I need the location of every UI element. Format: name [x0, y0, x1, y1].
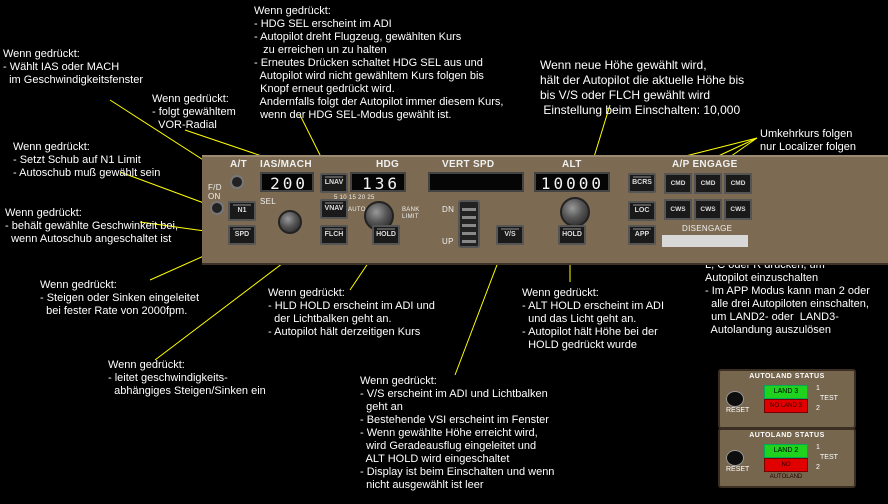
no-autoland-annunciator: NO AUTOLAND — [764, 458, 808, 480]
no-land3-annunciator: NO LAND 3 — [764, 399, 808, 413]
land3-annunciator: LAND 3 — [764, 385, 808, 399]
vs-button[interactable]: V/S — [496, 225, 524, 245]
hdg-label: HDG — [376, 159, 400, 170]
lnav-button[interactable]: LNAV — [320, 173, 348, 193]
up-label: UP — [442, 237, 454, 246]
vert-spd-label: VERT SPD — [442, 159, 495, 170]
note-alt: Wenn neue Höhe gewählt wird, hält der Au… — [540, 58, 745, 117]
fd-label: F/D — [208, 183, 222, 192]
note-n1: Wenn gedrückt: - Setzt Schub auf N1 Limi… — [13, 141, 161, 179]
vs-thumbwheel[interactable] — [458, 200, 480, 248]
note-spd: Wenn gedrückt: - behält gewählte Geschwi… — [5, 207, 179, 245]
note-hdg-sel: Wenn gedrückt: - HDG SEL erscheint im AD… — [254, 5, 504, 121]
note-vs: Wenn gedrückt: - V/S erscheint im ADI un… — [360, 375, 555, 491]
note-flch: Wenn gedrückt: - leitet geschwindigkeits… — [108, 359, 266, 397]
cws-r-button[interactable]: CWS — [724, 199, 752, 220]
fd-switch[interactable] — [210, 201, 224, 215]
reset-button-1[interactable] — [726, 391, 744, 407]
hdg-hold-button[interactable]: HOLD — [372, 225, 400, 245]
cws-c-button[interactable]: CWS — [694, 199, 722, 220]
reset-label-2: RESET — [726, 466, 750, 473]
cws-l-button[interactable]: CWS — [664, 199, 692, 220]
note-lnav: Wenn gedrückt: - folgt gewähltem VOR-Rad… — [152, 93, 236, 131]
note-ias-mach: Wenn gedrückt: - Wählt IAS oder MACH im … — [3, 48, 143, 86]
flch-button[interactable]: FLCH — [320, 225, 348, 245]
app-button[interactable]: APP — [628, 225, 656, 245]
alt-display: 10000 — [534, 172, 610, 193]
land2-annunciator: LAND 2 — [764, 444, 808, 458]
sel-label: SEL — [260, 197, 277, 206]
autoland-title-1: AUTOLAND STATUS — [749, 373, 825, 380]
note-vnav: Wenn gedrückt: - Steigen oder Sinken ein… — [40, 279, 199, 317]
spd-button[interactable]: SPD — [228, 225, 256, 245]
alt-hold-button[interactable]: HOLD — [558, 225, 586, 245]
at-label: A/T — [230, 159, 248, 170]
at-arm-switch[interactable] — [230, 175, 244, 189]
vs-display — [428, 172, 524, 192]
test-label-1: TEST — [820, 395, 838, 402]
ap-engage-label: A/P ENGAGE — [672, 159, 738, 170]
vnav-button[interactable]: VNAV — [320, 199, 348, 219]
dn-label: DN — [442, 205, 455, 214]
cmd-c-button[interactable]: CMD — [694, 173, 722, 194]
ias-display: 200 — [260, 172, 314, 193]
autoland-status-panel-1: AUTOLAND STATUS RESET LAND 3 NO LAND 3 1… — [718, 369, 856, 429]
ias-mach-label: IAS/MACH — [260, 159, 312, 170]
cmd-l-button[interactable]: CMD — [664, 173, 692, 194]
note-hdg-hold: Wenn gedrückt: - HLD HOLD erscheint im A… — [268, 287, 435, 338]
bank-scale: 5 10 15 20 25 — [334, 195, 375, 201]
test-opt1-1[interactable]: 1 — [816, 385, 820, 392]
disengage-bar[interactable] — [662, 235, 748, 247]
autoland-title-2: AUTOLAND STATUS — [749, 432, 825, 439]
bcrs-button[interactable]: BCRS — [628, 173, 656, 193]
on-label: ON — [208, 192, 221, 201]
test-opt1-2[interactable]: 1 — [816, 444, 820, 451]
disengage-label: DISENGAGE — [682, 224, 733, 233]
test-opt2-2[interactable]: 2 — [816, 464, 820, 471]
reset-label-1: RESET — [726, 407, 750, 414]
reset-button-2[interactable] — [726, 450, 744, 466]
auto-label: AUTO — [348, 207, 366, 213]
hdg-display: 136 — [350, 172, 406, 193]
note-alt-hold: Wenn gedrückt: - ALT HOLD erscheint im A… — [522, 287, 665, 351]
altitude-select-knob[interactable] — [560, 197, 590, 227]
speed-select-knob[interactable] — [278, 210, 302, 234]
loc-button[interactable]: LOC — [628, 201, 656, 221]
note-ap-engage: L, C oder R drücken, um Autopilot einzus… — [705, 259, 870, 336]
test-label-2: TEST — [820, 454, 838, 461]
cmd-r-button[interactable]: CMD — [724, 173, 752, 194]
test-opt2-1[interactable]: 2 — [816, 405, 820, 412]
alt-label: ALT — [562, 159, 582, 170]
n1-button[interactable]: N1 — [228, 201, 256, 221]
autoland-status-panel-2: AUTOLAND STATUS RESET LAND 2 NO AUTOLAND… — [718, 428, 856, 488]
mcp-panel: A/T IAS/MACH HDG VERT SPD ALT A/P ENGAGE… — [202, 155, 888, 265]
bank-limit-label: BANK LIMIT — [402, 207, 420, 220]
